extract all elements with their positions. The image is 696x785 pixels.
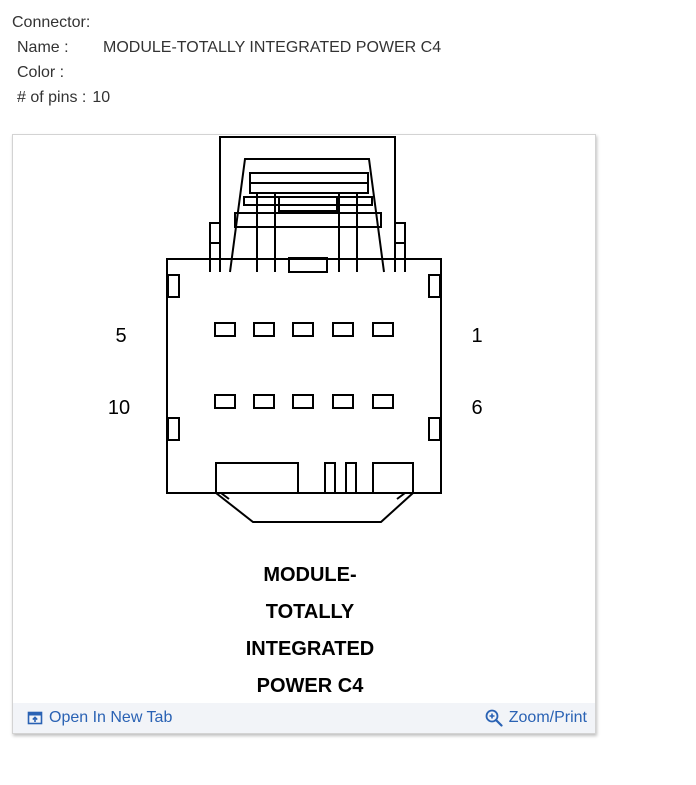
latch-bar-top (249, 172, 369, 184)
right-flange (395, 222, 406, 272)
caption-line-2: TOTALLY (266, 601, 355, 623)
connector-body (166, 258, 442, 494)
pin-number-labels: 5 1 10 6 (108, 325, 483, 419)
latch-bar-wide (234, 212, 382, 228)
pins-label: # of pins : (17, 89, 87, 106)
connector-pins-row: # of pins : 10 (12, 85, 441, 110)
connector-name-row: Name : MODULE-TOTALLY INTEGRATED POWER C… (12, 35, 441, 60)
pin-6 (372, 394, 394, 409)
latch-bar-lower (243, 196, 373, 206)
lip-edge (220, 492, 406, 500)
pin-1 (372, 322, 394, 337)
connector-diagram-card: 5 1 10 6 MODULE- TOTALLY INTEGRATED POWE… (12, 134, 596, 734)
connector-heading: Connector: (12, 14, 91, 31)
pin-cavities (214, 322, 394, 409)
pin-3 (292, 322, 314, 337)
latch-rails (256, 193, 358, 272)
connector-lip (215, 492, 414, 523)
connector-info: Connector: Name : MODULE-TOTALLY INTEGRA… (12, 10, 441, 110)
card-footer: Open In New Tab Zoom/Print (13, 703, 595, 733)
latch-bar-middle (249, 182, 369, 194)
zoom-print-link[interactable]: Zoom/Print (485, 709, 587, 727)
connector-color-row: Color : (12, 60, 441, 85)
name-value: MODULE-TOTALLY INTEGRATED POWER C4 (103, 39, 442, 56)
latch-inner (229, 158, 385, 273)
pins-value: 10 (92, 89, 111, 106)
latch-housing (219, 136, 396, 272)
clip-left-top (167, 274, 180, 298)
caption-line-1: MODULE- (263, 564, 356, 586)
open-in-new-tab-icon (27, 711, 43, 725)
open-in-new-tab-label: Open In New Tab (49, 709, 173, 726)
pin-10 (214, 394, 236, 409)
name-label: Name : (17, 39, 69, 56)
pin-label-10: 10 (108, 397, 130, 419)
connector-outline (166, 136, 442, 523)
pin-4 (253, 322, 275, 337)
connector-diagram: 5 1 10 6 MODULE- TOTALLY INTEGRATED POWE… (108, 136, 483, 697)
latch-slot (278, 196, 338, 212)
clip-right-bottom (428, 417, 441, 441)
bottom-rib-2 (345, 462, 357, 494)
pin-7 (332, 394, 354, 409)
pin-9 (253, 394, 275, 409)
caption-line-4: POWER C4 (257, 675, 365, 697)
diagram-caption: MODULE- TOTALLY INTEGRATED POWER C4 (246, 564, 375, 697)
pin-label-5: 5 (115, 325, 126, 347)
clip-right-top (428, 274, 441, 298)
zoom-in-icon (485, 709, 503, 727)
latch-tab (288, 257, 328, 273)
bottom-key-left (215, 462, 299, 494)
pin-5 (214, 322, 236, 337)
zoom-print-label: Zoom/Print (508, 709, 587, 726)
pin-label-6: 6 (471, 397, 482, 419)
pin-label-1: 1 (471, 325, 482, 347)
bottom-key-right (372, 462, 414, 494)
left-flange (209, 222, 220, 272)
caption-line-3: INTEGRATED (246, 638, 375, 660)
clip-left-bottom (167, 417, 180, 441)
pin-2 (332, 322, 354, 337)
bottom-rib-1 (324, 462, 336, 494)
pin-8 (292, 394, 314, 409)
open-in-new-tab-link[interactable]: Open In New Tab (27, 709, 172, 727)
color-label: Color : (17, 64, 65, 81)
